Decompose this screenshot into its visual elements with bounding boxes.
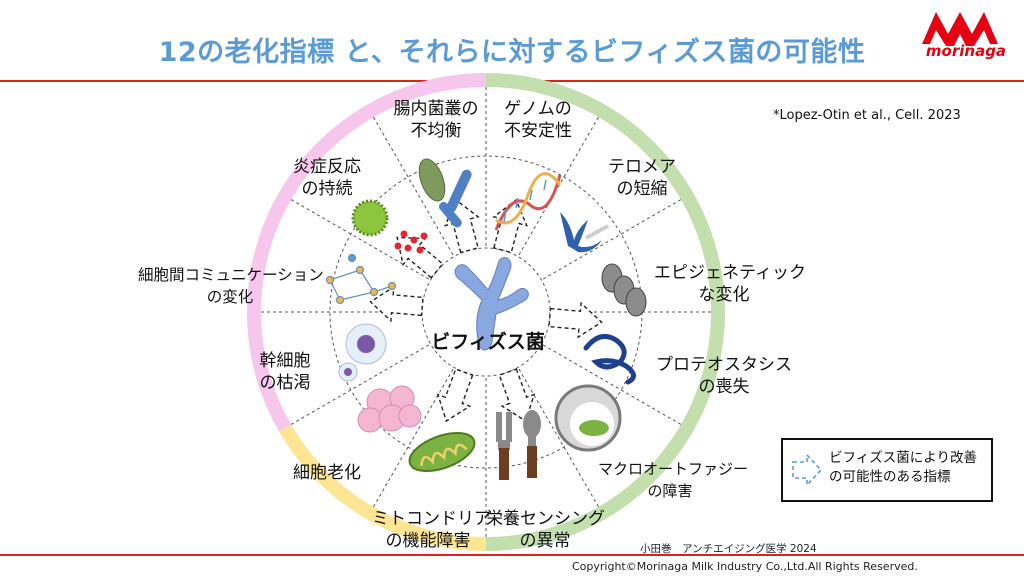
morinaga-logo xyxy=(922,12,998,46)
hallmark-label-telomere: テロメアの短縮 xyxy=(608,157,676,199)
ring-yellow-arc xyxy=(279,424,487,551)
hallmark-label-stem-cell: 幹細胞の枯渇 xyxy=(259,351,311,393)
legend-line-2: の可能性のある指標 xyxy=(829,469,951,485)
copyright: Copyright©Morinaga Milk Industry Co.,Ltd… xyxy=(572,560,918,573)
citation: *Lopez-Otin et al., Cell. 2023 xyxy=(773,108,961,123)
hallmark-label-inflammation: 炎症反応の持続 xyxy=(293,157,361,199)
hallmark-label-senescence: 細胞老化 xyxy=(293,463,361,483)
dashed-arrow-legend-icon xyxy=(792,452,823,488)
dna-helix-icon xyxy=(494,172,562,231)
arrow-nutrient xyxy=(498,368,536,423)
mitochondria-icon xyxy=(408,431,476,473)
logo-text: morinaga xyxy=(925,42,1007,60)
hallmark-label-epigenetic: エピジェネティックな変化 xyxy=(654,263,806,305)
telomere-icon xyxy=(560,212,609,253)
ring-pink-arc xyxy=(247,73,487,432)
legend-box: ビフィズス菌により改善 の可能性のある指標 xyxy=(781,438,993,502)
autophagy-icon xyxy=(554,384,622,452)
ring-green-arc xyxy=(485,73,725,551)
center-label: ビフィズス菌 xyxy=(431,331,545,353)
microbiome-icon xyxy=(418,158,472,228)
bifidobacterium-icon xyxy=(454,257,529,351)
inflammation-icon xyxy=(351,199,428,254)
protein-icon xyxy=(583,333,636,385)
chromatin-icon xyxy=(601,263,647,317)
arrow-proteostasis xyxy=(548,301,603,339)
senescent-cells-icon xyxy=(357,385,422,433)
hallmark-label-autophagy: マクロオートファジーの障害 xyxy=(598,460,749,500)
footer-rule xyxy=(0,554,1024,556)
hallmark-label-nutrient-sensing: 栄養センシングの異常 xyxy=(486,509,605,551)
hallmark-label-proteostasis: プロテオスタシスの喪失 xyxy=(656,355,792,397)
page-title: 12の老化指標 と、それらに対するビフィズス菌の可能性 xyxy=(158,37,866,68)
source-credit: 小田巻 アンチエイジング医学 2024 xyxy=(640,543,817,555)
neuron-network-icon xyxy=(325,253,397,305)
hallmark-label-genome: ゲノムの不安定性 xyxy=(504,99,572,141)
fork-knife-icon xyxy=(496,410,541,480)
hallmark-label-communication: 細胞間コミュニケーションの変化 xyxy=(138,266,324,306)
arrow-mitochondria xyxy=(436,368,474,423)
arrow-communication xyxy=(369,285,424,323)
hallmark-label-microbiome: 腸内菌叢の不均衡 xyxy=(393,99,479,141)
stem-cell-icon xyxy=(338,323,387,382)
legend-line-1: ビフィズス菌により改善 xyxy=(829,450,977,466)
hallmark-label-mitochondria: ミトコンドリアの機能障害 xyxy=(372,509,491,551)
